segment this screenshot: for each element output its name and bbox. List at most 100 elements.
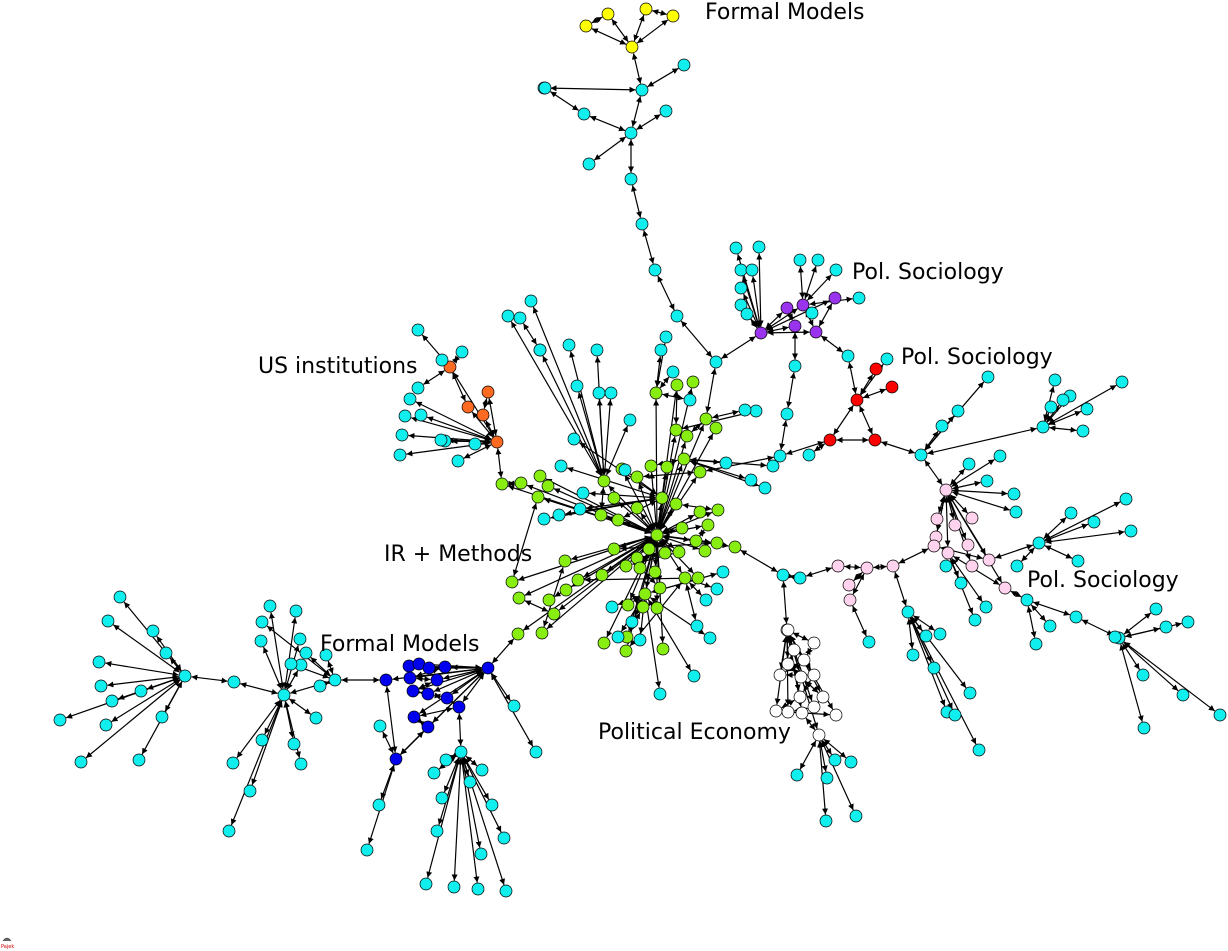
edge xyxy=(1026,606,1037,638)
node-pol-sociology-pink xyxy=(930,512,944,526)
node-pol-sociology-pink xyxy=(939,483,953,497)
edge xyxy=(685,584,697,620)
node-ir-methods xyxy=(691,571,705,585)
node-formal-models-top xyxy=(625,40,639,54)
node-ir-methods xyxy=(648,565,662,579)
node-other xyxy=(414,408,428,422)
node-other xyxy=(435,353,449,367)
node-other xyxy=(403,392,417,406)
node-ir-methods xyxy=(656,642,670,656)
node-formal-models-blue xyxy=(430,673,444,687)
node-other xyxy=(471,882,485,896)
edge xyxy=(698,529,706,537)
edge xyxy=(927,426,1037,456)
edge xyxy=(327,660,334,675)
edge xyxy=(288,698,312,715)
node-other xyxy=(435,791,449,805)
node-other xyxy=(411,323,425,337)
node-other xyxy=(447,880,461,894)
node-formal-models-blue xyxy=(407,710,421,724)
edge xyxy=(456,713,464,746)
edge xyxy=(631,185,642,218)
edge xyxy=(880,441,916,454)
node-political-economy xyxy=(769,704,783,718)
node-other xyxy=(468,437,482,451)
node-other xyxy=(590,343,604,357)
node-formal-models-blue xyxy=(438,660,452,674)
edge xyxy=(659,376,670,389)
node-other xyxy=(666,365,680,379)
node-other xyxy=(819,814,833,828)
node-ir-methods xyxy=(638,587,652,601)
node-other xyxy=(155,710,169,724)
edge xyxy=(611,18,629,43)
node-political-economy xyxy=(781,657,795,671)
node-other xyxy=(1136,668,1150,682)
node-other xyxy=(255,615,269,629)
node-other xyxy=(951,404,965,418)
node-other xyxy=(1115,375,1129,389)
node-other xyxy=(474,847,488,861)
label-ir-methods: IR + Methods xyxy=(384,542,532,567)
node-ir-methods xyxy=(689,534,703,548)
edge xyxy=(606,538,653,572)
node-formal-models-top xyxy=(666,9,680,23)
node-ir-methods xyxy=(649,386,663,400)
edge xyxy=(756,253,764,327)
node-other xyxy=(829,263,843,277)
label-formal-models-top: Formal Models xyxy=(705,0,865,25)
node-other xyxy=(538,81,552,95)
node-ir-methods xyxy=(621,598,635,612)
node-other xyxy=(132,753,146,767)
node-ir-methods xyxy=(512,591,526,605)
node-other xyxy=(919,629,933,643)
node-formal-models-top xyxy=(639,2,653,16)
node-other xyxy=(455,345,469,359)
edges-layer xyxy=(65,9,1216,886)
node-other xyxy=(852,291,866,305)
node-other xyxy=(395,428,409,442)
node-other xyxy=(773,449,787,463)
node-other xyxy=(529,745,543,759)
label-political-economy: Political Economy xyxy=(598,720,791,745)
node-other xyxy=(94,679,108,693)
node-ir-methods xyxy=(650,601,664,615)
node-pol-sociology-pink xyxy=(860,561,874,575)
edge xyxy=(495,448,504,478)
edge xyxy=(844,563,861,571)
edge xyxy=(1044,545,1073,559)
edge xyxy=(384,686,398,753)
edge xyxy=(767,329,810,336)
node-pol-sociology-pink xyxy=(831,559,845,573)
node-pol-sociology-purple xyxy=(780,301,794,315)
node-other xyxy=(740,307,754,321)
node-other xyxy=(524,294,538,308)
node-other xyxy=(533,343,547,357)
edge xyxy=(448,751,459,761)
node-other xyxy=(690,619,704,633)
node-other xyxy=(745,263,759,277)
node-other xyxy=(1036,420,1050,434)
node-pol-sociology-pink xyxy=(961,538,975,552)
edge xyxy=(1021,547,1035,562)
node-pol-sociology-pink xyxy=(998,581,1012,595)
node-other xyxy=(74,755,88,769)
node-pol-sociology-purple xyxy=(809,325,823,339)
node-other xyxy=(289,604,303,618)
node-other xyxy=(849,809,863,823)
node-political-economy xyxy=(829,708,843,722)
node-ir-methods xyxy=(542,593,556,607)
node-political-economy xyxy=(807,636,821,650)
node-other xyxy=(485,798,499,812)
node-other xyxy=(749,404,763,418)
edge xyxy=(491,638,515,664)
node-ir-methods xyxy=(505,575,519,589)
node-other xyxy=(1032,536,1046,550)
edge xyxy=(859,374,874,395)
node-ir-methods xyxy=(650,528,664,542)
node-other xyxy=(243,784,257,798)
node-pol-sociology-red xyxy=(869,362,883,376)
node-other xyxy=(328,673,342,687)
node-other xyxy=(319,648,333,662)
node-other xyxy=(99,718,113,732)
